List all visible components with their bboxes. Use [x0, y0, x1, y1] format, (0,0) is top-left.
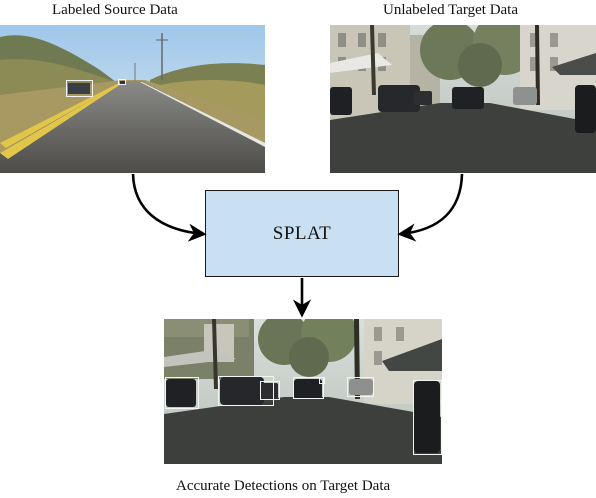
- detection-box: [319, 377, 325, 384]
- detection-box: [218, 376, 274, 406]
- splat-label: SPLAT: [272, 222, 332, 244]
- source-to-splat-arrow: [131, 173, 207, 242]
- detection-box: [293, 377, 324, 399]
- detection-box: [413, 380, 442, 455]
- result-image: [164, 319, 442, 464]
- source-caption: Labeled Source Data: [52, 2, 178, 18]
- target-to-splat-arrow: [397, 173, 464, 242]
- source-image: [0, 25, 265, 173]
- target-image: [330, 25, 596, 173]
- detection-box: [260, 381, 280, 400]
- splat-method-box: SPLAT: [205, 190, 399, 277]
- result-caption: Accurate Detections on Target Data: [176, 478, 391, 494]
- source-detection-box: [118, 79, 126, 85]
- detection-box: [347, 377, 374, 397]
- source-detection-box: [66, 80, 93, 97]
- target-caption: Unlabeled Target Data: [383, 2, 519, 18]
- detection-box: [165, 377, 199, 409]
